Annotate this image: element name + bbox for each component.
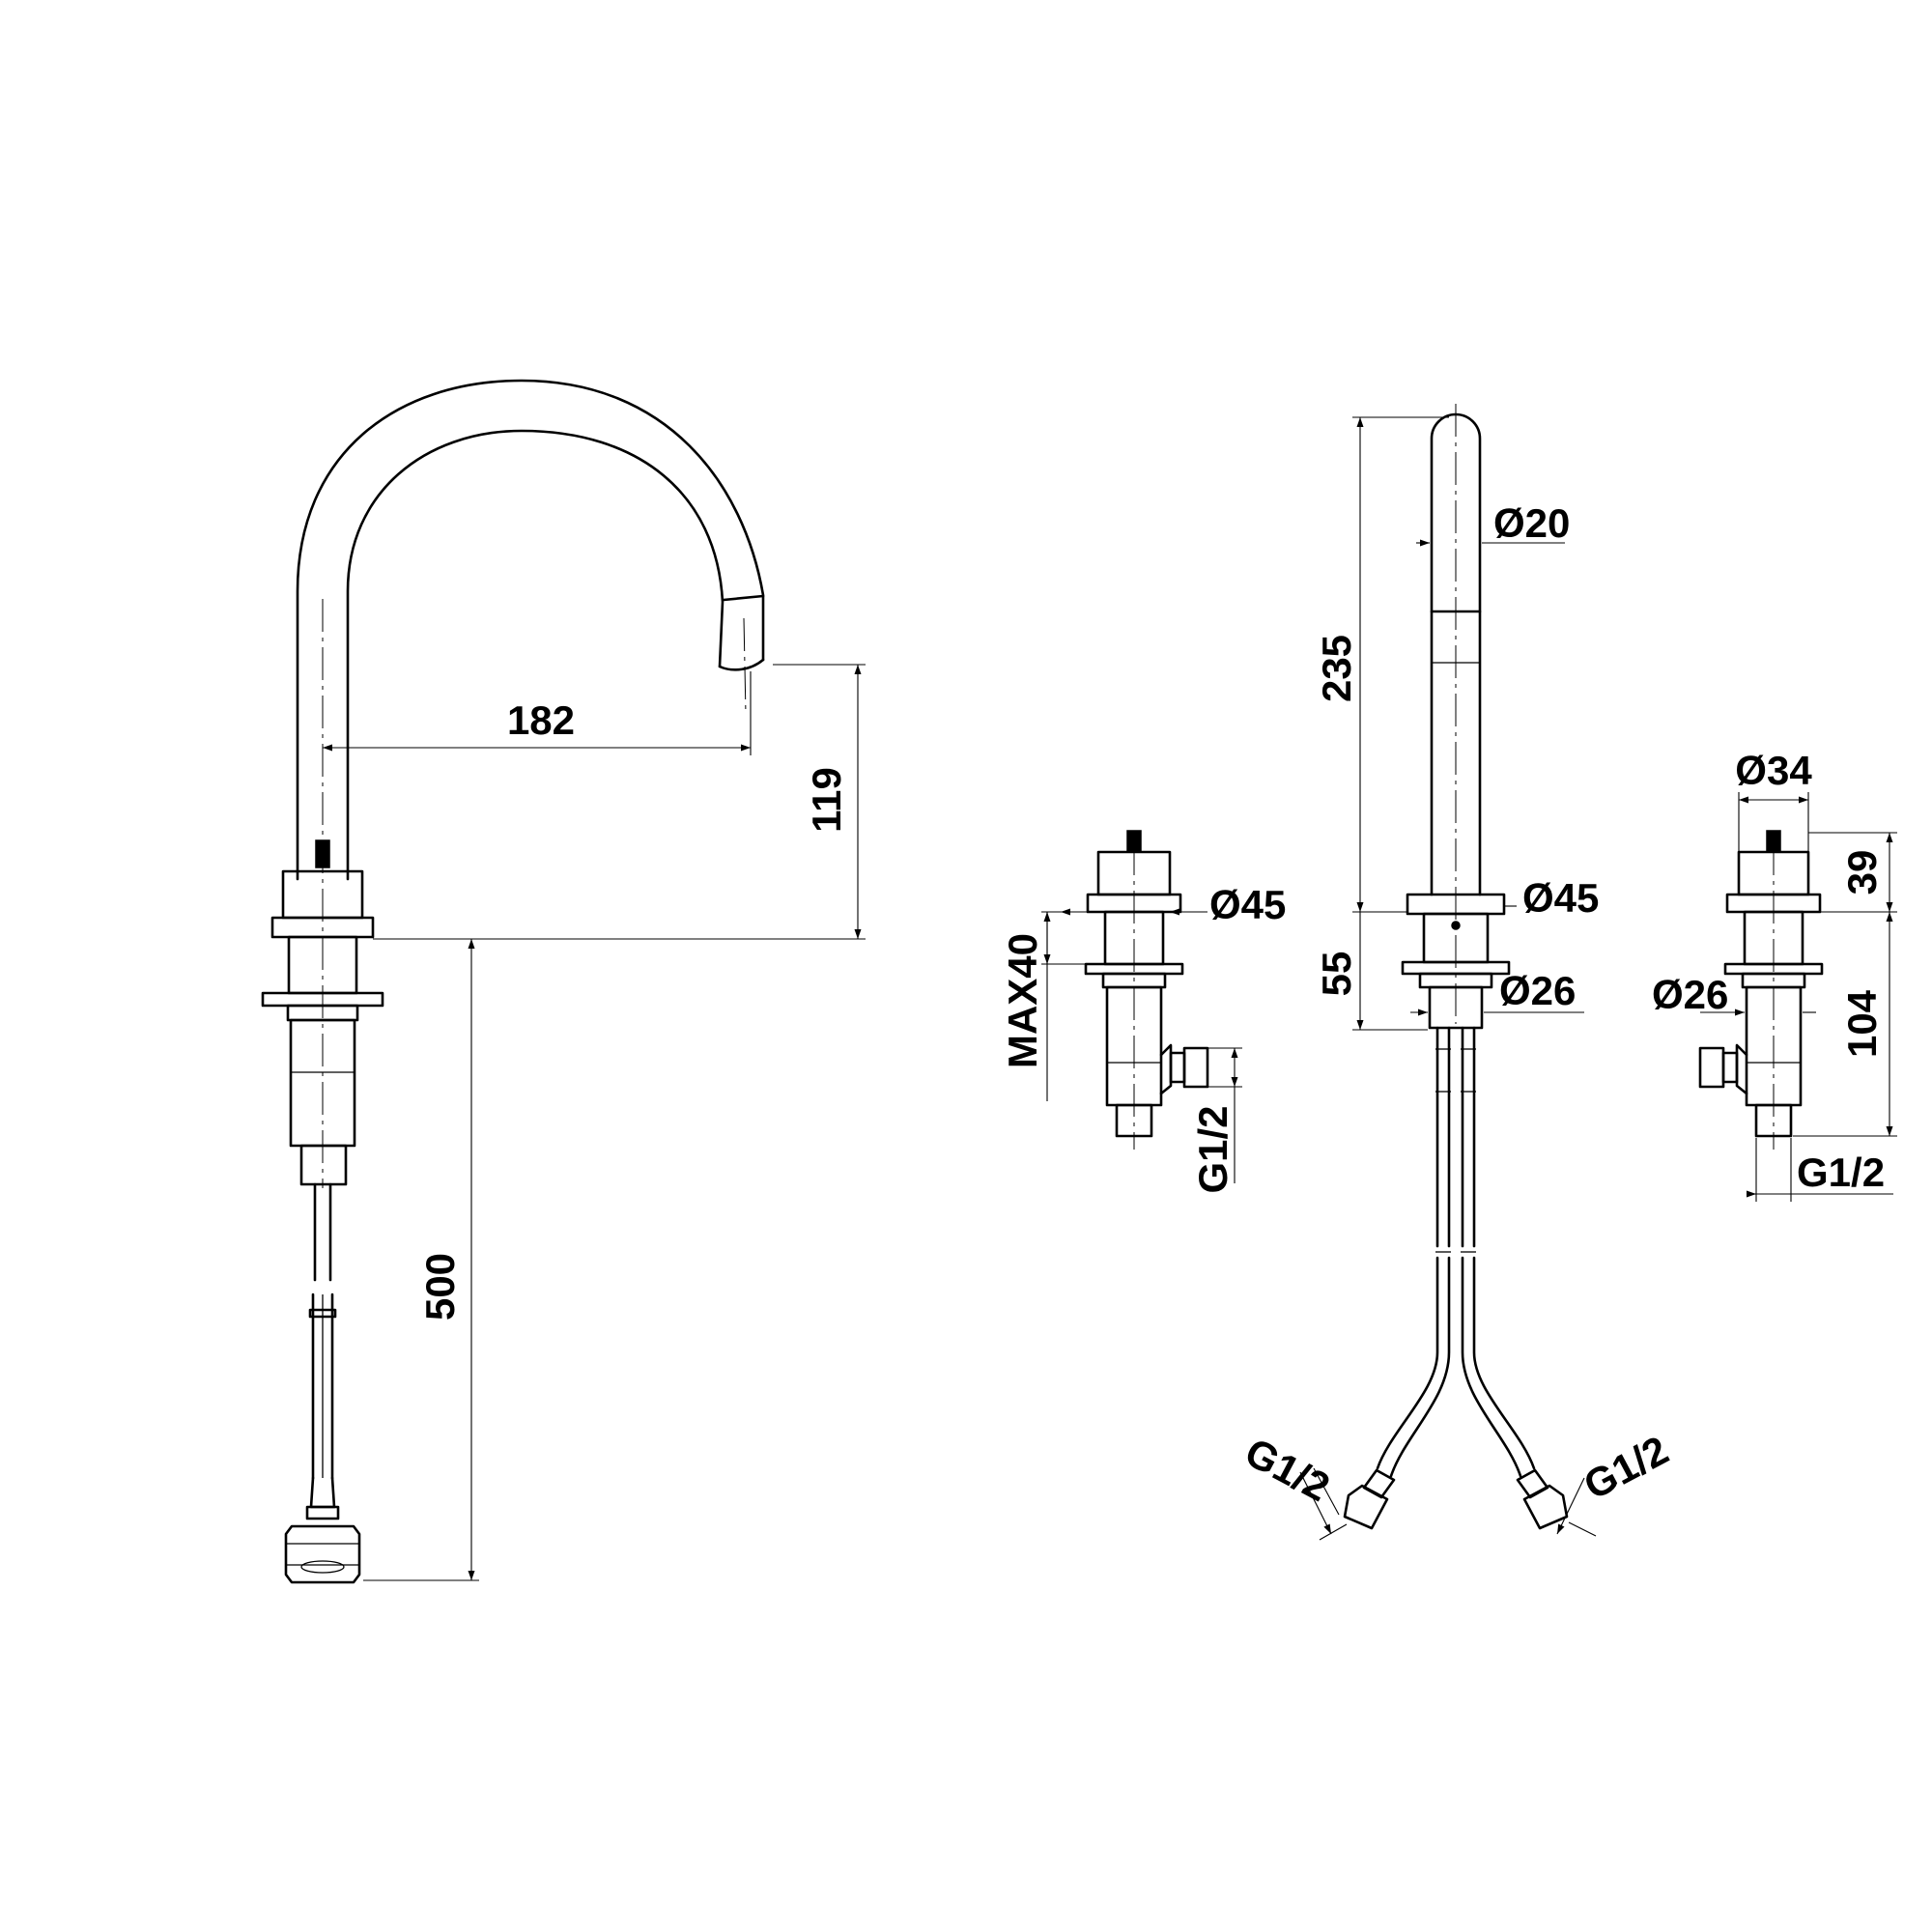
dim-hose-connection-right: G1/2: [1577, 1427, 1675, 1508]
dimension-lines-spout: [323, 664, 866, 1581]
right-hose-hex-nut-icon: [1516, 1468, 1569, 1530]
dimension-lines-straight-spout: [1299, 416, 1597, 1541]
dim-spout-reach: 182: [507, 697, 575, 743]
left-valve-view: Ø45 MAX40 G1/2: [1000, 830, 1286, 1194]
dim-right-valve-body-height: 104: [1839, 989, 1885, 1058]
lever-pin-icon: [315, 839, 330, 868]
dim-spout-height: 119: [804, 767, 849, 833]
right-valve-side-outlet: [1698, 1043, 1748, 1095]
dim-spout-length: 235: [1314, 635, 1359, 702]
supply-hose: [305, 1182, 340, 1520]
dimension-lines-left-valve: [1041, 908, 1242, 1183]
right-valve-body: [1723, 830, 1824, 1150]
dim-left-valve-connection: G1/2: [1190, 1105, 1236, 1193]
dim-body-thread-diameter: Ø26: [1499, 968, 1576, 1013]
dim-hose-connection-left: G1/2: [1238, 1429, 1337, 1510]
dim-spout-tube-diameter: Ø20: [1493, 500, 1570, 546]
straight-spout-view: Ø20 235 Ø45 55 Ø26 G1/2 G1/2: [1238, 404, 1675, 1541]
spout-body: [261, 839, 384, 1186]
gooseneck-spout-side-view: 182 119 500: [261, 379, 866, 1584]
right-valve-view: Ø34 39 104 Ø26 G1/2: [1652, 748, 1897, 1202]
spout-tube: [296, 379, 765, 1188]
dim-right-valve-connection: G1/2: [1797, 1150, 1885, 1195]
hose-hex-nut-icon: [284, 1524, 361, 1584]
dim-deck-thickness: 55: [1314, 952, 1359, 997]
dim-hose-length: 500: [417, 1253, 463, 1321]
dim-right-valve-thread-diameter: Ø26: [1652, 972, 1728, 1017]
left-valve-body: [1084, 830, 1184, 1150]
dim-right-valve-handle-diameter: Ø34: [1735, 748, 1812, 793]
dim-body-flange-diameter: Ø45: [1522, 875, 1599, 921]
dim-right-valve-handle-height: 39: [1839, 850, 1885, 895]
set-screw-icon: [1451, 921, 1461, 930]
left-valve-side-outlet: [1159, 1043, 1209, 1095]
straight-spout-body: [1401, 893, 1511, 1030]
dim-left-valve-flange: Ø45: [1209, 882, 1286, 927]
straight-spout-hoses: [1376, 1026, 1536, 1478]
straight-spout-tube: [1430, 404, 1482, 1024]
dimension-lines-right-valve: [1700, 792, 1897, 1202]
dim-left-valve-max-deck: MAX40: [1000, 933, 1045, 1068]
left-hose-hex-nut-icon: [1343, 1468, 1396, 1530]
